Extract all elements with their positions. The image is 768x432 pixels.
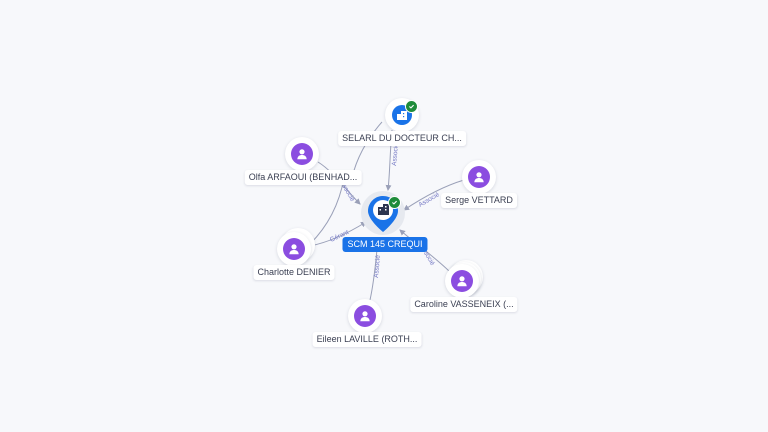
node-label[interactable]: Olfa ARFAOUI (BENHAD... — [244, 170, 362, 185]
node-label[interactable]: Caroline VASSENEIX (... — [410, 297, 518, 312]
person-icon — [451, 270, 473, 292]
person-icon — [283, 238, 305, 260]
edge-label-selarl: Associé — [391, 143, 400, 167]
center-node-label[interactable]: SCM 145 CREQUI — [342, 237, 428, 252]
edge-label-serge: Associé — [418, 191, 442, 209]
person-icon — [468, 166, 490, 188]
verified-check-icon — [405, 100, 418, 113]
edge-label-eileen: Associé — [373, 255, 382, 279]
map-pin-icon — [368, 196, 398, 232]
edge-charlotte[interactable]: Gérant — [309, 177, 367, 247]
node-label[interactable]: Serge VETTARD — [441, 193, 517, 208]
verified-check-icon — [388, 196, 401, 209]
node-label[interactable]: SELARL DU DOCTEUR CH... — [338, 131, 466, 146]
building-icon — [378, 204, 389, 215]
node-label[interactable]: Charlotte DENIER — [253, 265, 335, 280]
person-icon — [354, 305, 376, 327]
node-label[interactable]: Eileen LAVILLE (ROTH... — [312, 332, 422, 347]
person-icon — [291, 143, 313, 165]
